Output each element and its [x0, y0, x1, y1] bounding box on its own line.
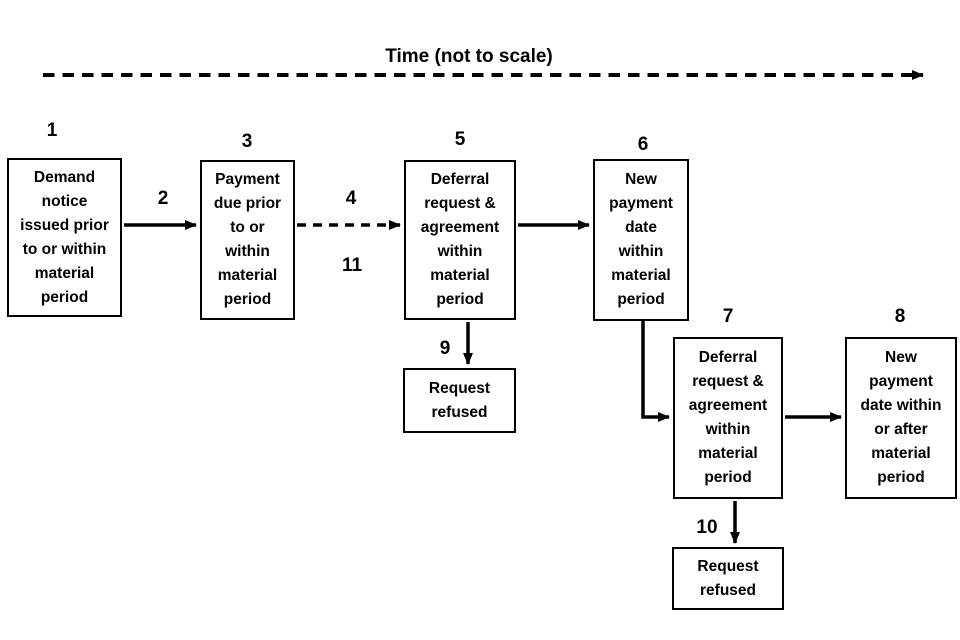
step-number-1: 1 [46, 120, 58, 141]
box-new-payment-date-1-label: New payment date within material period [609, 171, 673, 308]
box-deferral-request-1: Deferral request & agreement within mate… [404, 160, 516, 320]
box-payment-due: Payment due prior to or within material … [200, 160, 295, 320]
step-number-10: 10 [696, 517, 718, 538]
step-number-4: 4 [345, 188, 357, 209]
arrow-newdate-to-deferral-2-elbow [641, 321, 670, 422]
box-request-refused-1: Request refused [403, 368, 516, 433]
box-new-payment-date-1: New payment date within material period [593, 159, 689, 321]
box-request-refused-1-label: Request refused [428, 379, 491, 421]
box-deferral-request-2: Deferral request & agreement within mate… [673, 337, 783, 499]
box-deferral-request-2-label: Deferral request & agreement within mate… [688, 349, 768, 486]
step-number-6: 6 [637, 134, 649, 155]
box-request-refused-2-label: Request refused [697, 557, 759, 599]
step-number-9: 9 [439, 338, 451, 359]
step-number-11: 11 [341, 255, 363, 276]
box-demand-notice-label: Demand notice issued prior to or within … [20, 168, 109, 306]
box-payment-due-label: Payment due prior to or within material … [213, 171, 282, 308]
box-request-refused-2: Request refused [672, 547, 784, 610]
step-number-2: 2 [157, 188, 169, 209]
box-demand-notice: Demand notice issued prior to or within … [7, 158, 122, 317]
step-number-5: 5 [454, 129, 466, 150]
box-new-payment-date-2-label: New payment date within or after materia… [860, 349, 942, 486]
step-number-8: 8 [894, 306, 906, 327]
box-new-payment-date-2: New payment date within or after materia… [845, 337, 957, 499]
step-number-3: 3 [241, 131, 253, 152]
box-deferral-request-1-label: Deferral request & agreement within mate… [420, 171, 500, 308]
timeline-title: Time (not to scale) [385, 46, 553, 67]
step-number-7: 7 [722, 306, 734, 327]
